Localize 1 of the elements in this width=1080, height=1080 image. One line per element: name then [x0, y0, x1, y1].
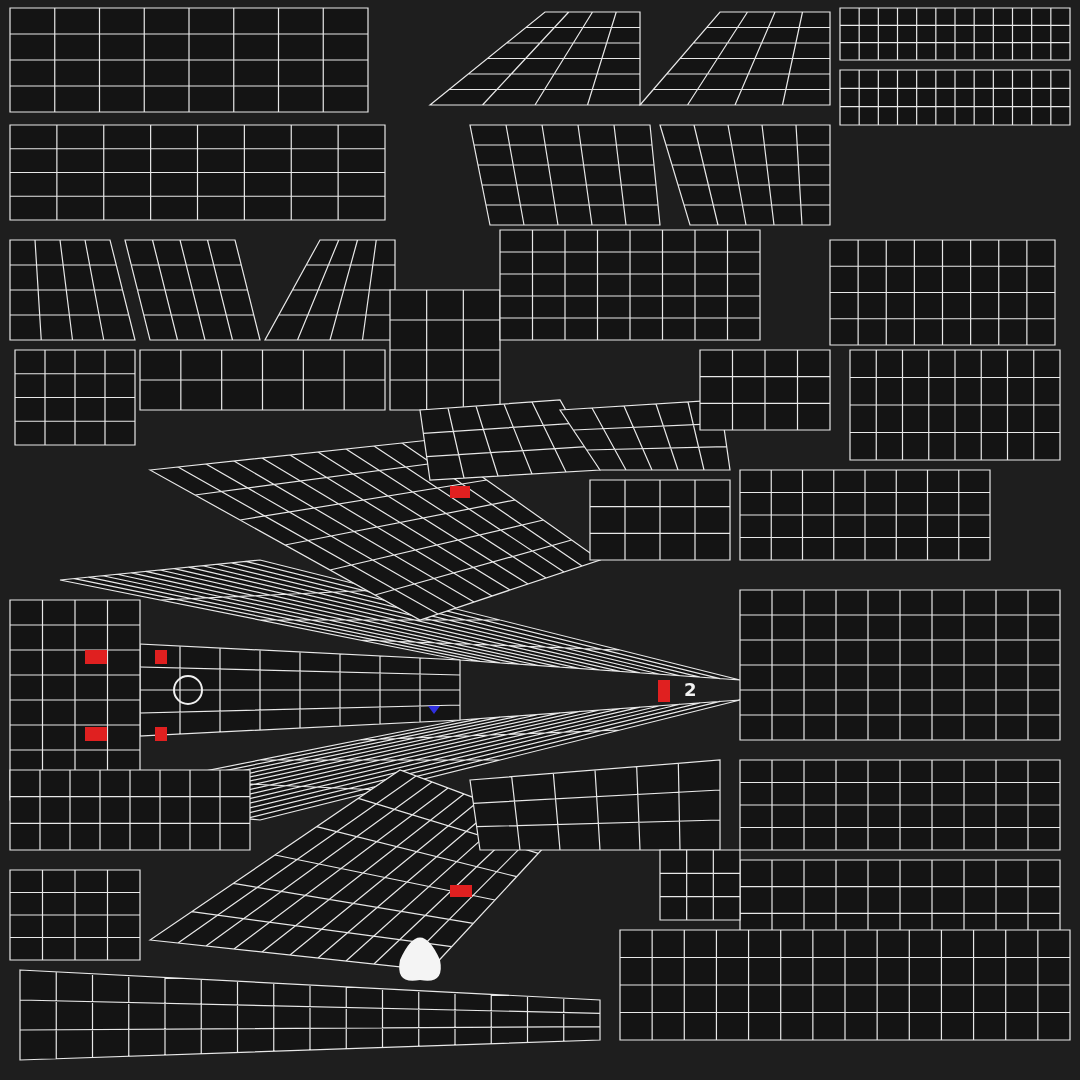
car-number: 2	[684, 680, 697, 700]
